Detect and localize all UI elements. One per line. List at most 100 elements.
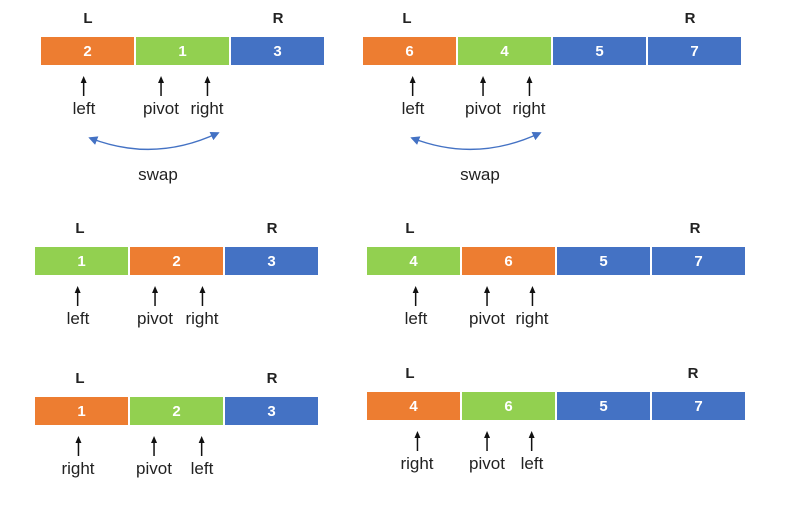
array-cell: 2 [130,397,223,425]
array-cell: 6 [363,37,456,65]
swap-arc-icon [88,131,220,150]
pointer-label: left [520,454,544,473]
right-bound-label: R [684,10,696,27]
cell-value: 6 [504,397,513,415]
cell-value: 3 [273,42,282,60]
up-arrow-icon [413,286,419,306]
array-cell: 1 [136,37,229,65]
cell-value: 4 [409,252,418,270]
pointer-label: right [185,309,219,328]
cell-value: 1 [77,252,86,270]
cell-value: 7 [694,252,703,270]
right-bound-label: R [266,220,278,237]
cell-value: 3 [267,402,276,420]
left-pointer: left [401,75,425,119]
cell-value: 2 [83,42,92,60]
partition-step3-left: L R 1 2 3 right pivot left [35,370,318,478]
up-arrow-icon [157,76,164,96]
pivot-pointer: pivot [137,285,173,329]
array-cell: 7 [652,392,745,420]
right-bound-label: R [689,220,701,237]
pointer-label: pivot [137,309,173,328]
up-arrow-icon [529,431,535,451]
pointer-label: pivot [469,454,505,473]
cell-value: 2 [172,252,181,270]
cell-value: 1 [178,42,187,60]
left-pointer: left [72,75,96,119]
pointer-label: right [61,459,95,478]
partition-step2-left: L R 1 2 3 left pivot right [35,220,318,328]
array-bar: 1 2 3 [35,247,318,275]
cell-value: 3 [267,252,276,270]
partition-step1-right: L R 6 4 5 7 left pivot right [363,10,741,184]
up-arrow-icon [410,76,416,96]
cell-value: 4 [500,42,509,60]
array-cell: 5 [557,392,650,420]
swap-label: swap [138,165,178,184]
pointer-label: right [512,99,546,118]
swap-label: swap [460,165,500,184]
array-cell: 7 [652,247,745,275]
right-pointer: right [61,435,95,479]
left-pointer: left [190,435,214,479]
left-bound-label: L [405,365,415,382]
cell-value: 5 [595,42,604,60]
pointer-label: pivot [143,99,179,118]
pointer-label: pivot [469,309,505,328]
left-bound-label: L [75,220,85,237]
pointer-label: right [400,454,434,473]
array-cell: 2 [41,37,134,65]
cell-value: 7 [690,42,699,60]
right-pointer: right [400,430,434,474]
array-cell: 6 [462,392,555,420]
partition-step2-right: L R 4 6 5 7 left pivot right [367,220,745,328]
cell-value: 5 [599,252,608,270]
pointer-label: left [404,309,428,328]
right-pointer: right [512,75,546,119]
left-pointer: left [404,285,428,329]
pointer-label: left [72,99,96,118]
array-bar: 1 2 3 [35,397,318,425]
cell-value: 5 [599,397,608,415]
right-bound-label: R [272,10,284,27]
up-arrow-icon [413,431,420,451]
cell-value: 2 [172,402,181,420]
left-pointer: left [67,285,89,329]
array-bar: 4 6 5 7 [367,392,745,420]
cell-value: 7 [694,397,703,415]
up-arrow-icon [528,286,535,306]
up-arrow-icon [203,76,210,96]
pointer-label: left [401,99,425,118]
pointer-label: pivot [465,99,501,118]
array-cell: 4 [367,247,460,275]
pivot-pointer: pivot [465,75,501,119]
right-bound-label: R [687,365,699,382]
pointer-label: left [190,459,214,478]
partition-step1-left: L R 2 1 3 left pivot right swap [41,10,324,184]
right-pointer: right [185,285,219,329]
swap-arc-icon [410,131,542,150]
pivot-pointer: pivot [143,75,179,119]
array-bar: 4 6 5 7 [367,247,745,275]
array-cell: 3 [225,397,318,425]
up-arrow-icon [151,286,158,306]
cell-value: 6 [504,252,513,270]
cell-value: 1 [77,402,86,420]
pointer-label: right [190,99,224,118]
left-bound-label: L [402,10,412,27]
right-pointer: right [515,285,549,329]
up-arrow-icon [525,76,532,96]
pivot-pointer: pivot [469,430,505,474]
up-arrow-icon [483,431,490,451]
right-bound-label: R [266,370,278,387]
left-bound-label: L [83,10,93,27]
array-cell: 6 [462,247,555,275]
partition-step3-right: L R 4 6 5 7 right pivot left [367,365,745,473]
array-cell: 2 [130,247,223,275]
pivot-pointer: pivot [136,435,172,479]
up-arrow-icon [74,436,81,456]
left-bound-label: L [75,370,85,387]
array-cell: 5 [557,247,650,275]
array-cell: 7 [648,37,741,65]
